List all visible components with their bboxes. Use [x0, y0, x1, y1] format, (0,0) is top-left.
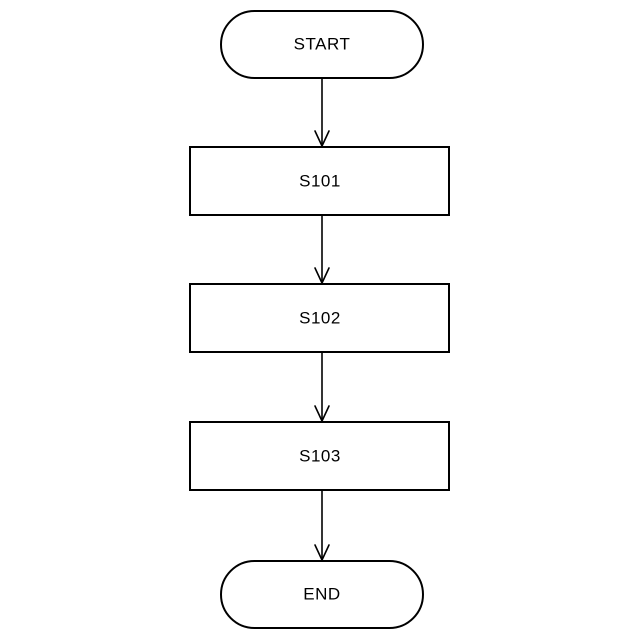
start-terminal: START [221, 11, 423, 78]
connector-s102-to-s103 [315, 352, 329, 421]
process-step-s103-label: S103 [299, 447, 341, 466]
process-step-s103: S103 [190, 422, 449, 490]
process-step-s101-label: S101 [299, 172, 341, 191]
end-terminal-label: END [303, 585, 340, 604]
process-step-s102-label: S102 [299, 309, 341, 328]
connector-start-to-s101 [315, 78, 329, 146]
process-step-s102: S102 [190, 284, 449, 352]
connector-s101-to-s102 [315, 215, 329, 283]
start-terminal-label: START [294, 35, 351, 54]
connector-s103-to-end [315, 490, 329, 560]
process-step-s101: S101 [190, 147, 449, 215]
end-terminal: END [221, 561, 423, 628]
